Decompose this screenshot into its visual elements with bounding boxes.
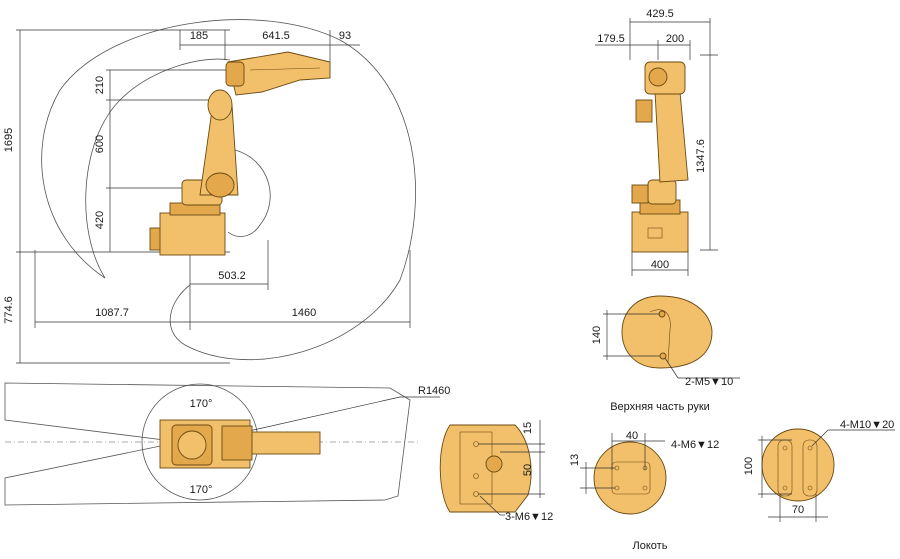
thread-3-m6: 3-M6▼12 [505,511,553,523]
dim-70: 70 [792,504,804,516]
thread-4-m6: 4-M6▼12 [671,439,719,451]
dim-140: 140 [591,326,603,344]
dim-600: 600 [94,135,106,153]
dim-13: 13 [569,454,581,466]
flange-detail [758,428,895,522]
front-robot-body [631,61,689,253]
label-angle-bottom: 170° [190,484,213,496]
side-dimension-lines [16,29,411,364]
dim-503-2: 503.2 [218,270,246,282]
dim-15: 15 [522,422,534,434]
top-view [4,382,440,506]
dim-210: 210 [94,76,106,94]
side-robot-body [149,51,331,256]
caption-upper-arm: Верхняя часть руки [610,401,710,413]
side-work-envelope [41,19,416,361]
dim-429-5: 429.5 [646,8,674,20]
label-r1460: R1460 [418,385,450,397]
upper-arm-detail [603,295,740,379]
dim-100: 100 [743,457,755,475]
thread-4-m10: 4-M10▼20 [840,419,894,431]
dim-185: 185 [190,30,208,42]
dim-1460: 1460 [292,307,316,319]
dim-1087-7: 1087.7 [95,307,129,319]
dim-774-6: 774.6 [3,296,15,324]
front-dimension-lines [595,18,718,276]
dim-200: 200 [666,33,684,45]
dim-40: 40 [626,430,638,442]
dim-400: 400 [651,259,669,271]
dim-641-5: 641.5 [262,30,290,42]
dim-1695: 1695 [3,128,15,152]
label-angle-top: 170° [190,398,213,410]
thread-2-m5: 2-M5▼10 [685,376,733,388]
base-detail [439,420,545,516]
dim-179-5: 179.5 [597,33,625,45]
elbow-detail [580,433,667,515]
dim-1347-6: 1347.6 [695,139,707,173]
caption-elbow: Локоть [633,540,668,552]
dim-93: 93 [339,30,351,42]
dim-420: 420 [94,211,106,229]
dim-50: 50 [522,464,534,476]
